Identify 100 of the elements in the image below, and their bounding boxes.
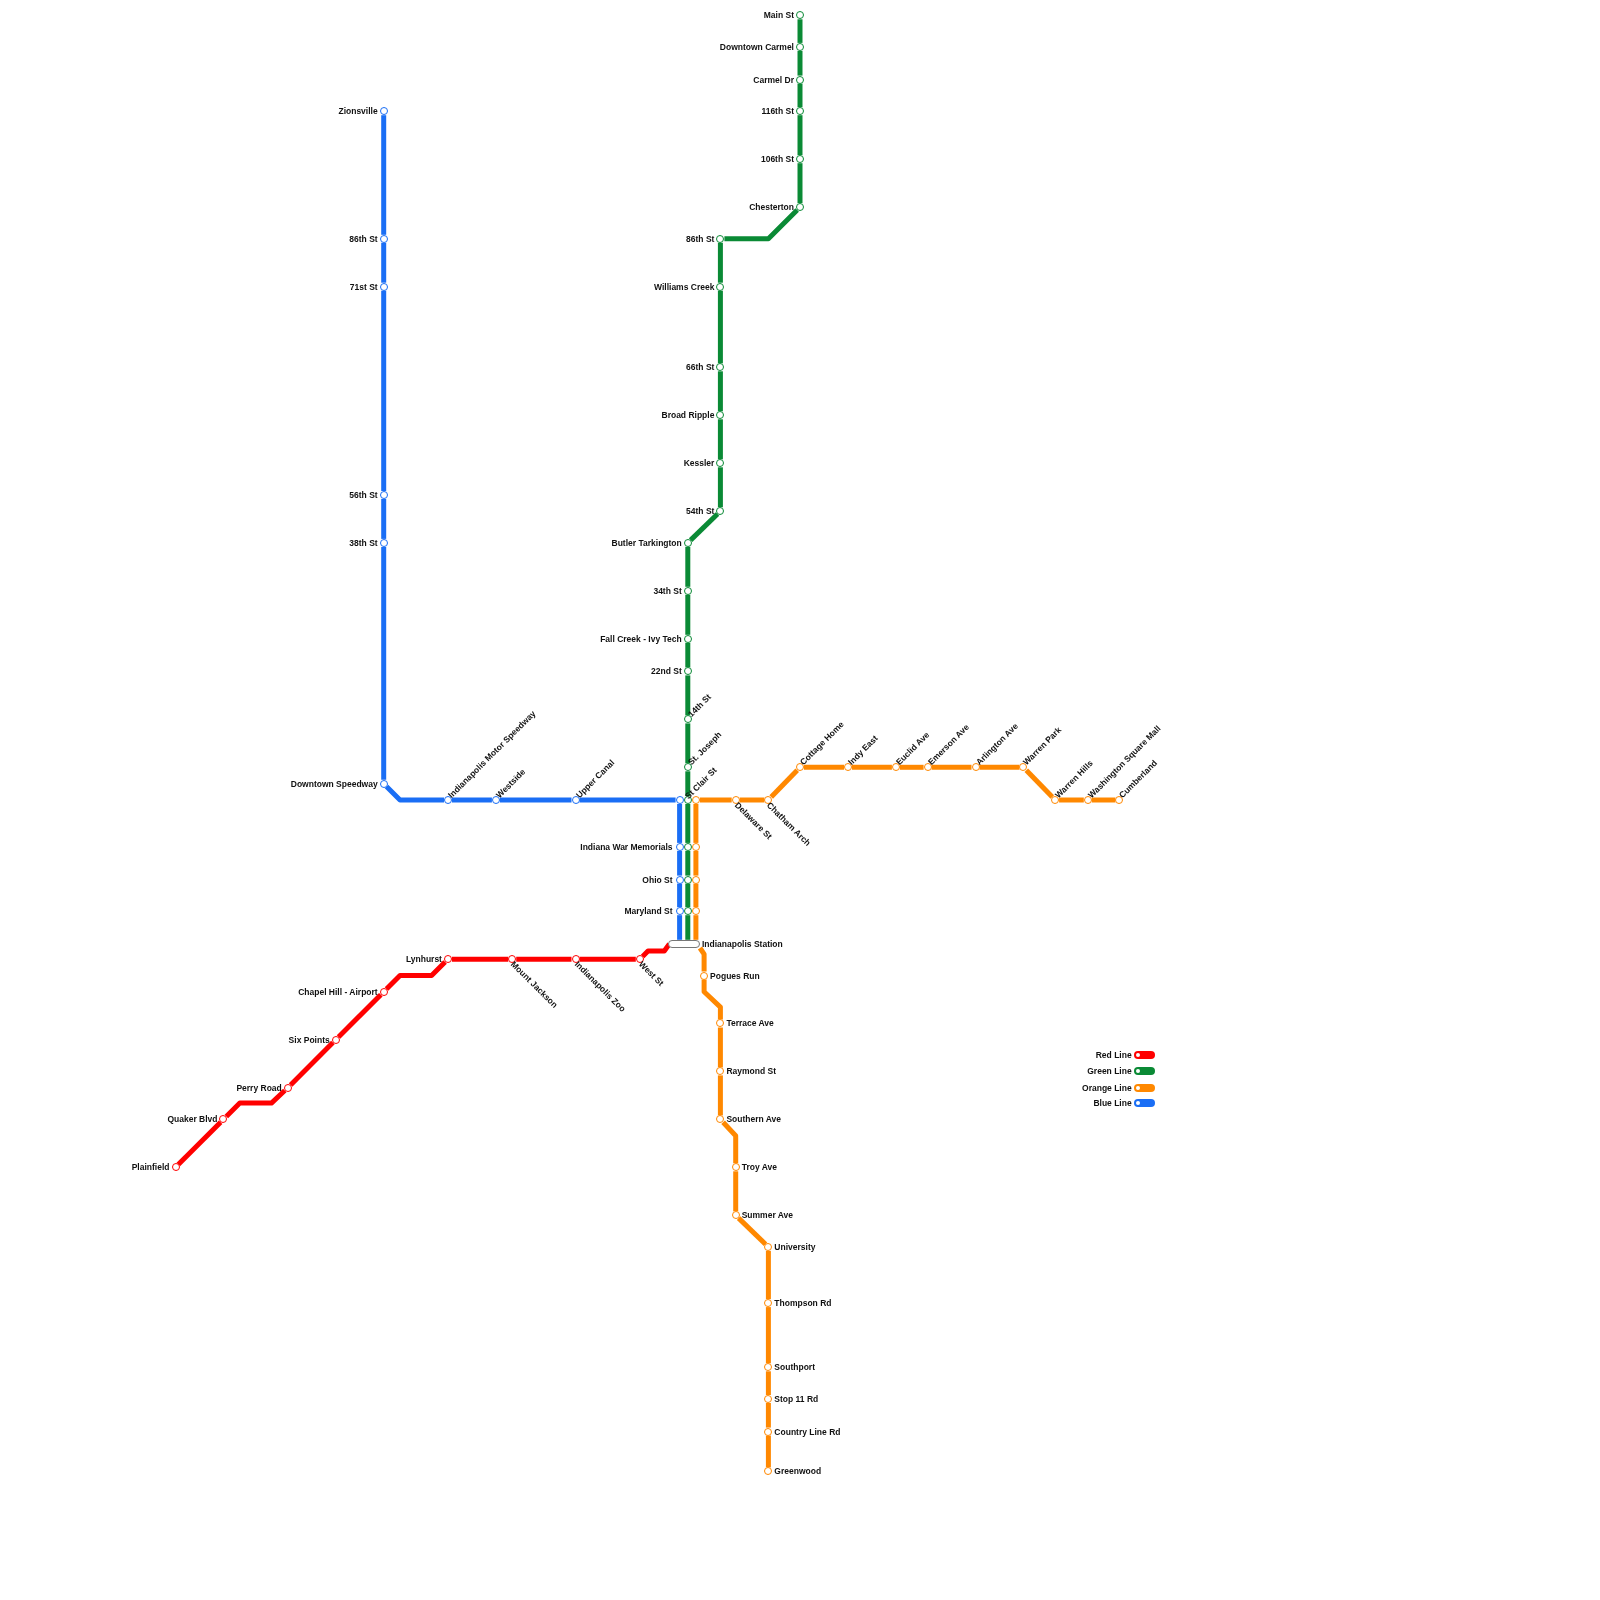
station-name: Quaker Blvd [167, 1114, 218, 1125]
track-line [685, 771, 691, 796]
track-line [1059, 797, 1084, 803]
station-name: Greenwood [774, 1466, 822, 1477]
track-line [931, 764, 972, 770]
track-line [701, 979, 723, 1020]
track-line [685, 804, 691, 843]
track-line [717, 242, 723, 283]
track-line [724, 208, 799, 242]
station-name: Southern Ave [726, 1114, 782, 1125]
station-name: 34th St [653, 585, 682, 596]
track-line [685, 850, 691, 876]
station-name: University [774, 1241, 816, 1252]
station-name: Ohio St [642, 874, 673, 885]
track-line [685, 675, 691, 716]
track-line [765, 1371, 771, 1395]
track-line [336, 992, 383, 1039]
track-line [381, 498, 387, 539]
track-line [685, 883, 691, 908]
track-line [899, 764, 924, 770]
station-name: Troy Ave [741, 1162, 777, 1173]
track-line [688, 512, 720, 542]
station-name: Six Points [288, 1034, 330, 1045]
station-name: Maryland St [624, 906, 673, 917]
station-name: Williams Creek [654, 281, 715, 292]
legend-label: Red Line [1095, 1050, 1132, 1061]
track-line [685, 723, 691, 764]
legend-label: Orange Line [1082, 1082, 1132, 1093]
track-line [516, 956, 572, 962]
track-line [765, 1435, 771, 1468]
station-name: Southport [774, 1362, 815, 1373]
track-line [769, 768, 799, 799]
track-line [739, 797, 765, 803]
track-line [717, 290, 723, 364]
station-name: 86th St [349, 233, 378, 244]
station-name: Indianapolis Station [702, 938, 783, 949]
track-line [579, 797, 676, 803]
track-line [685, 642, 691, 668]
station-name: Downtown Speedway [290, 778, 378, 789]
track-line [677, 883, 683, 908]
station-name: Indiana War Memorials [580, 841, 673, 852]
track-line [717, 467, 723, 508]
track-line [677, 850, 683, 876]
track-line [224, 1088, 287, 1119]
station-name: Kessler [683, 458, 715, 469]
station-name: Fall Creek - Ivy Tech [600, 633, 682, 644]
track-line [381, 115, 387, 235]
track-line [384, 784, 444, 803]
track-line [852, 764, 892, 770]
track-line [381, 242, 387, 283]
track-line [697, 946, 707, 972]
track-line [765, 1307, 771, 1364]
track-line [699, 797, 732, 803]
station-name: Plainfield [131, 1162, 170, 1173]
track-line [765, 1403, 771, 1428]
station-name: Pogues Run [710, 970, 760, 981]
track-line [693, 915, 699, 940]
track-line [579, 956, 636, 962]
station-name: Carmel Dr [753, 74, 794, 85]
track-line [797, 115, 803, 156]
track-line [717, 1027, 723, 1068]
station-name: Perry Road [236, 1082, 282, 1093]
track-line [804, 764, 844, 770]
track-line [797, 83, 803, 108]
station-name: Downtown Carmel [719, 41, 794, 52]
station-name: Raymond St [726, 1066, 776, 1077]
track-line [640, 942, 672, 959]
track-line [677, 804, 683, 843]
station-name: Terrace Ave [726, 1018, 774, 1029]
station-name: 22nd St [651, 666, 682, 677]
station-name: Country Line Rd [774, 1426, 841, 1437]
track-line [384, 960, 447, 991]
station-name: Thompson Rd [774, 1298, 832, 1309]
track-line [452, 956, 509, 962]
track-line [452, 797, 492, 803]
station-name: 106th St [760, 154, 794, 165]
station-name: 71st St [349, 281, 378, 292]
track-line [677, 915, 683, 940]
station-name: Zionsville [338, 106, 378, 117]
track-line [717, 371, 723, 412]
track-line [176, 1120, 223, 1167]
track-line [733, 1171, 739, 1212]
track-line [685, 546, 691, 587]
station-name: Lynhurst [405, 954, 442, 965]
station-name: 56th St [349, 489, 378, 500]
station-name: Main St [763, 10, 794, 21]
station-name: Chesterton [749, 202, 794, 213]
station-name: 54th St [686, 506, 715, 517]
track-line [1091, 797, 1116, 803]
track-line [765, 1250, 771, 1300]
track-line [797, 19, 803, 43]
track-line [685, 915, 691, 940]
station-name: Chapel Hill - Airport [298, 986, 378, 997]
track-line [499, 797, 572, 803]
track-line [717, 1075, 723, 1116]
track-line [1024, 768, 1055, 799]
track-line [693, 883, 699, 908]
station-name: Summer Ave [741, 1210, 794, 1221]
station-name: 66th St [686, 362, 715, 373]
track-line [381, 546, 387, 780]
